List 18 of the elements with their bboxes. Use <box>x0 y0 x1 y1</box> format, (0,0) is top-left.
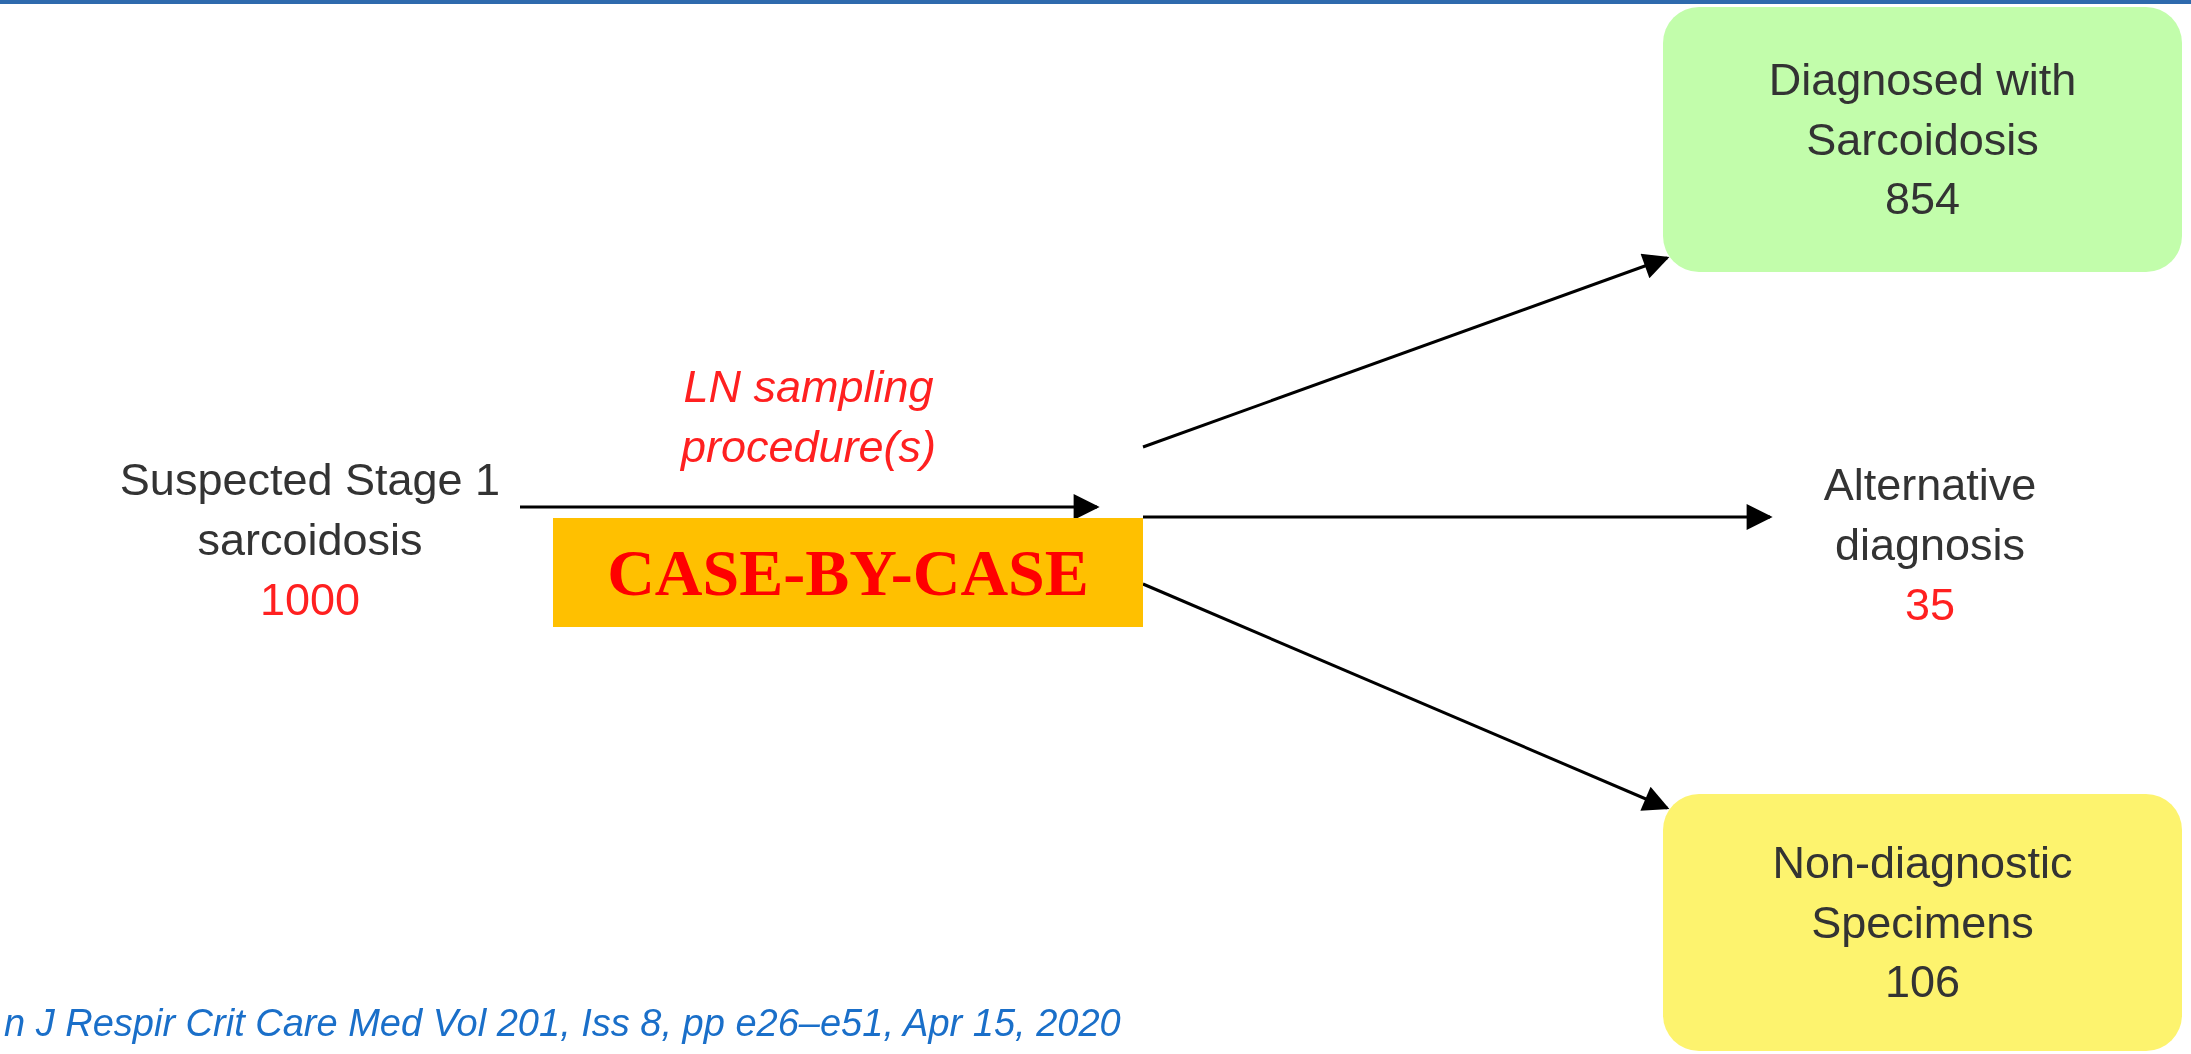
node-label: Non-diagnostic Specimens <box>1771 835 2074 950</box>
banner-text: CASE-BY-CASE <box>607 539 1089 606</box>
count-number: 854 <box>1884 172 1961 227</box>
result-box <box>1663 7 2182 272</box>
arrow <box>1142 582 1670 811</box>
count-number: 106 <box>1884 955 1961 1010</box>
node-label: Alternative diagnosis <box>1822 458 2038 573</box>
count-number: 35 <box>1904 577 1956 632</box>
arrow <box>1143 504 1773 530</box>
edge-label: LN sampling procedure(s) <box>679 360 938 474</box>
result-box <box>1663 794 2182 1051</box>
count-number: 1000 <box>259 572 361 627</box>
node-label: Suspected Stage 1 sarcoidosis <box>118 453 502 568</box>
citation-text: n J Respir Crit Care Med Vol 201, Iss 8, pp e26–e51, Apr 15, 2020 <box>4 1001 1121 1046</box>
arrow <box>520 494 1100 520</box>
highlight-banner <box>553 518 1143 627</box>
node-label: Diagnosed with Sarcoidosis <box>1767 52 2078 167</box>
arrow <box>1142 253 1670 449</box>
